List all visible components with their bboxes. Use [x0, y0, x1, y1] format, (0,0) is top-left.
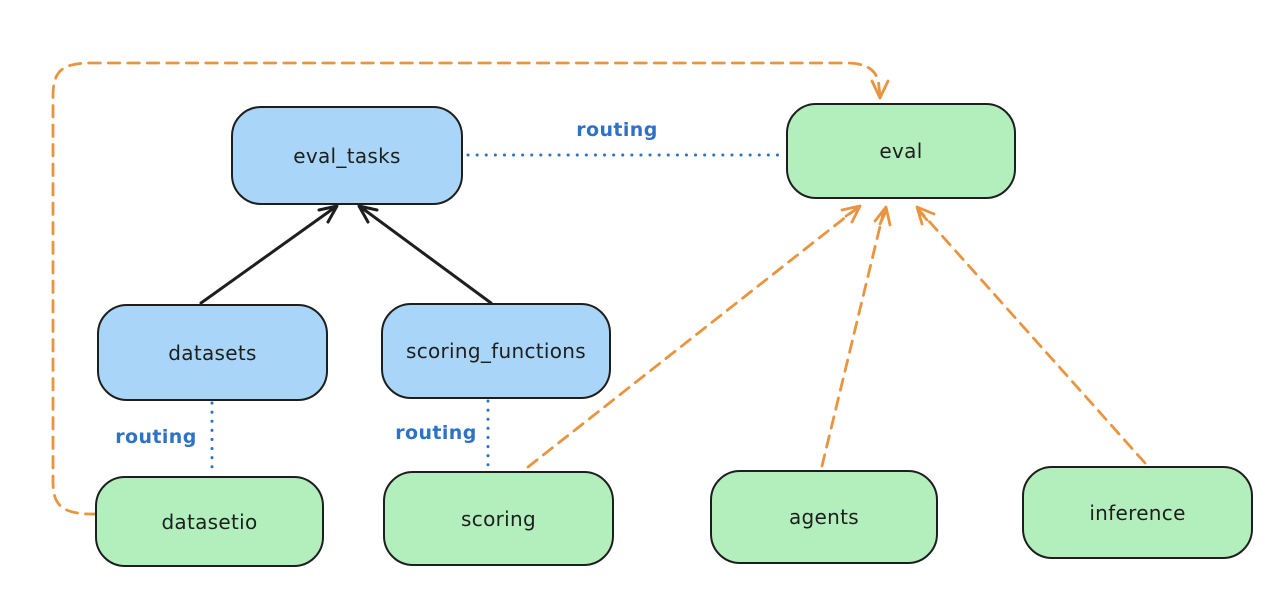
edge-scoring_functions-to-eval_tasks — [357, 204, 493, 305]
edge-datasets-to-eval_tasks — [199, 204, 339, 305]
node-agents: agents — [710, 470, 938, 564]
edge-label-routing-datasets-datasetio: routing — [115, 426, 197, 448]
node-agents-label: agents — [789, 505, 859, 529]
edge-agents-to-eval — [820, 205, 892, 468]
node-datasetio-label: datasetio — [161, 509, 258, 534]
edge-label-routing-scoring_functions-scoring: routing — [395, 422, 477, 444]
node-eval-label: eval — [879, 139, 923, 163]
node-datasets: datasets — [97, 304, 328, 401]
node-inference: inference — [1022, 466, 1253, 559]
node-scoring_functions-label: scoring_functions — [405, 339, 587, 363]
edge-scoring-to-eval — [526, 204, 862, 469]
node-datasets-label: datasets — [168, 340, 257, 365]
node-eval: eval — [786, 103, 1016, 199]
node-datasetio: datasetio — [95, 476, 324, 567]
edge-inference-to-eval — [915, 205, 1147, 465]
node-scoring: scoring — [383, 471, 614, 566]
node-inference-label: inference — [1089, 500, 1186, 525]
node-scoring-label: scoring — [461, 506, 536, 531]
node-scoring_functions: scoring_functions — [381, 303, 611, 399]
edge-label-routing-eval_tasks-eval: routing — [576, 119, 658, 141]
node-eval_tasks: eval_tasks — [231, 106, 463, 205]
edge-datasetio-to-eval — [51, 61, 890, 516]
node-eval_tasks-label: eval_tasks — [293, 143, 401, 168]
